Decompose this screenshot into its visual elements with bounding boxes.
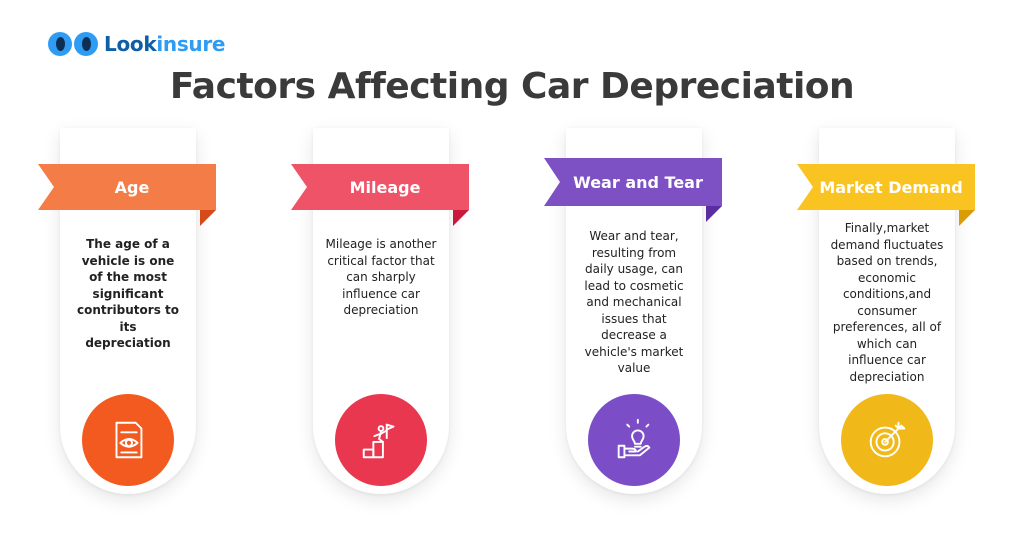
hand-lightbulb-icon xyxy=(617,418,651,459)
card-age: Age The age of a vehicle is one of the m… xyxy=(38,128,216,494)
card-ribbon: Age xyxy=(38,164,216,210)
brand-logo: Lookinsure xyxy=(48,32,226,56)
card-label: Age xyxy=(114,177,150,197)
card-market-demand: Market Demand Finally,market demand fluc… xyxy=(797,128,975,494)
ribbon-fold xyxy=(453,210,469,226)
climbing-flag-icon xyxy=(362,423,395,459)
card-icon-circle xyxy=(588,394,680,486)
card-icon-circle xyxy=(335,394,427,486)
brand-name: Lookinsure xyxy=(104,32,226,56)
card-mileage: Mileage Mileage is another critical fact… xyxy=(291,128,469,494)
card-label: Mileage xyxy=(349,177,421,197)
ribbon-fold xyxy=(959,210,975,226)
target-icon xyxy=(869,421,906,458)
card-description: Mileage is another critical factor that … xyxy=(325,237,437,317)
card-ribbon: Market Demand xyxy=(797,164,975,210)
ribbon-fold xyxy=(706,206,722,222)
card-description: Finally,market demand fluctuates based o… xyxy=(830,221,944,384)
page-title: Factors Affecting Car Depreciation xyxy=(169,66,855,107)
ribbon-fold xyxy=(200,210,216,226)
card-label: Market Demand xyxy=(819,177,963,197)
card-icon-circle xyxy=(841,394,933,486)
card-ribbon: Mileage xyxy=(291,164,469,210)
logo-eyes-icon xyxy=(48,32,98,56)
card-icon-circle xyxy=(82,394,174,486)
card-wear-and-tear: Wear and Tear Wear and tear, resulting f… xyxy=(544,128,722,494)
card-ribbon: Wear and Tear xyxy=(544,158,722,206)
document-eye-icon xyxy=(115,421,143,459)
card-description: Wear and tear, resulting from daily usag… xyxy=(584,229,684,375)
card-label: Wear and Tear xyxy=(573,172,703,192)
card-description: The age of a vehicle is one of the most … xyxy=(77,237,179,350)
